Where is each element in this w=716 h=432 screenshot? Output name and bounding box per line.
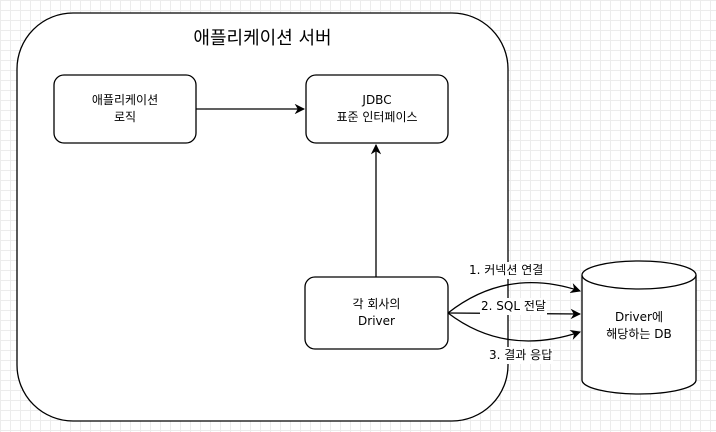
- jdbc-line1: JDBC: [362, 93, 392, 107]
- app-logic-line2: 로직: [113, 110, 137, 124]
- app-logic-label: 애플리케이션 로직: [54, 75, 196, 143]
- jdbc-node[interactable]: [305, 74, 449, 144]
- jdbc-line2: 표준 인터페이스: [336, 110, 418, 124]
- jdbc-label: JDBC 표준 인터페이스: [306, 75, 448, 143]
- edge-sql-label: 2. SQL 전달: [480, 298, 547, 315]
- driver-line1: 각 회사의: [352, 297, 401, 311]
- edge-connection-label: 1. 커넥션 연결: [468, 262, 545, 279]
- database-label: Driver에 해당하는 DB: [582, 295, 696, 357]
- driver-label: 각 회사의 Driver: [305, 277, 448, 349]
- database-line1: Driver에: [615, 310, 663, 324]
- database-line2: 해당하는 DB: [606, 327, 672, 341]
- driver-line2: Driver: [358, 314, 395, 328]
- app-logic-line1: 애플리케이션: [91, 93, 159, 107]
- edge-result-label: 3. 결과 응답: [488, 347, 554, 364]
- edge-connection[interactable]: [447, 282, 581, 314]
- edge-result[interactable]: [447, 312, 581, 342]
- app-server-title: 애플리케이션 서버: [193, 28, 332, 49]
- database-node[interactable]: [581, 260, 697, 395]
